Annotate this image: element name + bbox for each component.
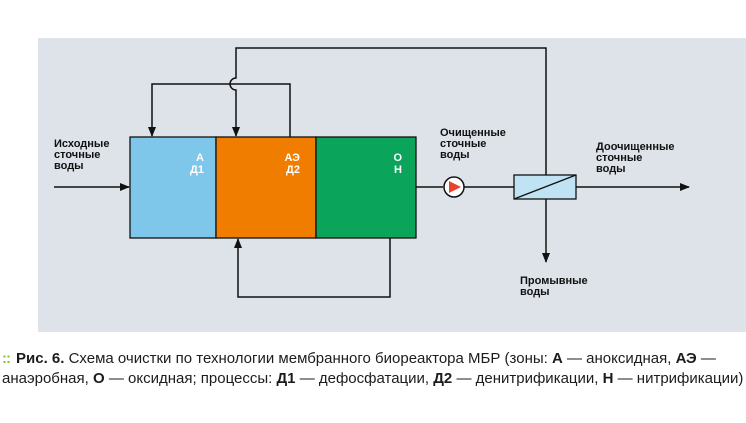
caption-zone-a: А bbox=[551, 350, 563, 367]
zone-ae-label: АЭ Д2 bbox=[284, 152, 301, 176]
caption-dots-icon: :: bbox=[2, 350, 11, 367]
recycle-o-to-ae bbox=[234, 238, 391, 298]
zone-a-label: А Д1 bbox=[190, 152, 204, 176]
recycle-membrane-to-ae bbox=[229, 47, 547, 175]
zone-ae-block bbox=[215, 136, 317, 239]
membrane-filter-icon bbox=[513, 174, 577, 200]
pump-icon bbox=[443, 176, 465, 198]
figure-caption: ::Рис. 6. Схема очистки по технологии ме… bbox=[2, 349, 744, 389]
caption-process-d1-desc: — дефосфатации, bbox=[299, 370, 430, 387]
recycle-o-to-a bbox=[148, 83, 291, 137]
zone-o-label: О Н bbox=[393, 152, 402, 176]
caption-zone-o: О bbox=[93, 370, 105, 387]
inlet-label: Исходные сточные воды bbox=[54, 138, 110, 172]
caption-figure-number: Рис. 6. bbox=[16, 350, 65, 367]
caption-zone-ae-desc: — анаэробная, bbox=[2, 350, 716, 387]
caption-process-d2-desc: — денитрификации, bbox=[456, 370, 599, 387]
process-diagram bbox=[38, 38, 746, 332]
caption-title: Схема очистки по технологии мембранного … bbox=[68, 350, 548, 367]
zone-a-block bbox=[129, 136, 217, 239]
caption-zone-ae: АЭ bbox=[675, 350, 697, 367]
wash-label: Промывные воды bbox=[520, 275, 588, 298]
caption-zone-o-desc: — оксидная; процессы: bbox=[108, 370, 273, 387]
zone-o-block bbox=[315, 136, 417, 239]
diagram-panel: Исходные сточные воды А Д1 АЭ Д2 О Н Очи… bbox=[38, 38, 746, 332]
purified-label: Очищенные сточные воды bbox=[440, 127, 506, 161]
caption-process-d2: Д2 bbox=[433, 370, 453, 387]
posttreated-label: Доочищенные сточные воды bbox=[596, 141, 675, 175]
caption-process-n: Н bbox=[602, 370, 614, 387]
caption-zone-a-desc: — аноксидная, bbox=[567, 350, 672, 367]
caption-process-n-desc: — нитрификации) bbox=[617, 370, 744, 387]
caption-process-d1: Д1 bbox=[276, 370, 296, 387]
